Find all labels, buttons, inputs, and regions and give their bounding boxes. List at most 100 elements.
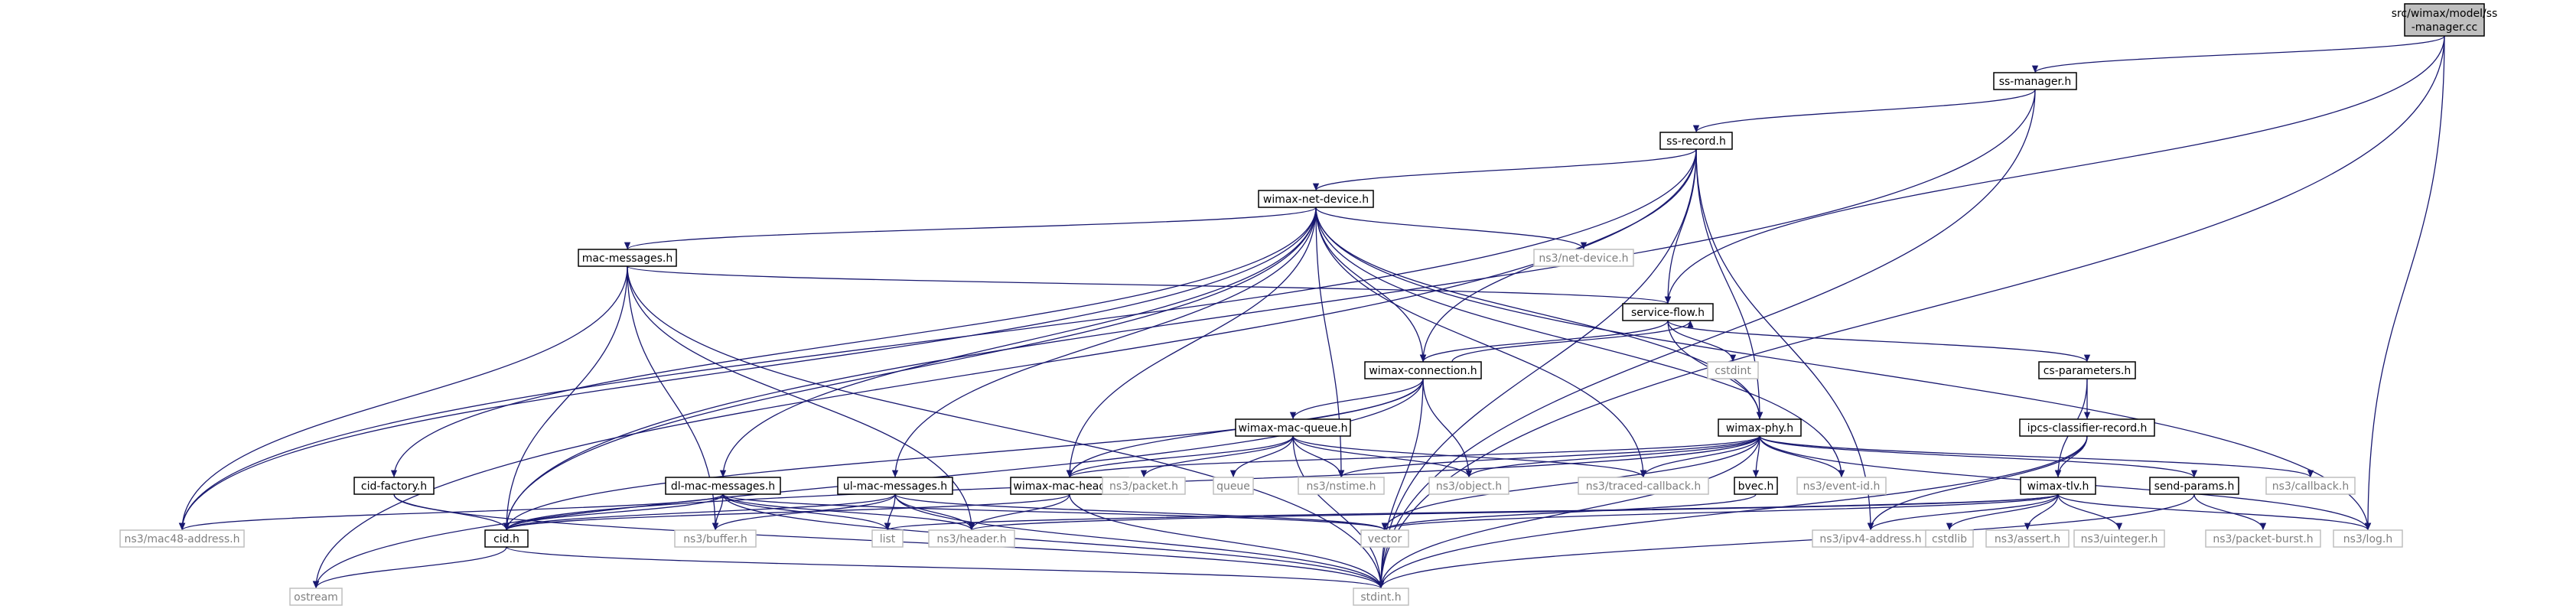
node-box [674,529,757,548]
node-wimax-connection[interactable]: wimax-connection.h [1364,361,1482,379]
node-wimax-mac-queue[interactable]: wimax-mac-queue.h [1235,418,1351,437]
node-label: vector [1368,533,1402,545]
edge-wimax-net-device-to-ul-mac-messages [891,207,1317,478]
node-cid[interactable]: cid.h [484,529,529,548]
node-box [1533,249,1634,267]
edge-wimax-phy-to-wimax-mac-header [1067,435,1760,478]
node-ul-mac-messages[interactable]: ul-mac-messages.h [837,477,953,495]
node-label: mac-messages.h [582,252,673,265]
node-traced-callback: ns3/traced-callback.h [1578,477,1709,495]
edge-dl-mac-messages-to-header [722,493,975,531]
edge-wimax-mac-header-to-stdint [1069,493,1385,589]
node-label: cid-factory.h [361,480,427,493]
node-service-flow[interactable]: service-flow.h [1622,303,1714,321]
node-box [1718,418,1802,437]
edge-wimax-mac-queue-to-object [1292,435,1473,478]
edge-wimax-net-device-to-wimax-mac-header [1066,207,1317,478]
edge-ipcs-classifier-record-to-ipv4-address [1867,435,2088,531]
node-mac48-address: ns3/mac48-address.h [119,529,245,548]
node-assert: ns3/assert.h [1985,529,2070,548]
edge-service-flow-to-cs-parameters [1667,320,2090,363]
edge-wimax-mac-queue-to-queue [1229,435,1294,478]
node-ss-manager[interactable]: ss-manager.h [1993,72,2077,90]
edge-wimax-connection-to-object [1422,378,1473,478]
node-box [1925,529,1974,548]
node-cstdint: cstdint [1707,361,1759,379]
edge-ss-record-to-service-flow [1664,148,1697,304]
edge-wimax-tlv-to-ipv4-address [1867,493,2059,531]
edge-service-flow-to-cstdint [1667,320,1737,363]
edge-wimax-connection-to-service-flow [1451,320,1694,363]
node-label: ostream [294,591,338,604]
node-label: ns3/ipv4-address.h [1819,533,1921,545]
edge-ul-mac-messages-to-cid [503,493,896,531]
node-ipv4-address: ns3/ipv4-address.h [1812,529,1930,548]
node-label: ns3/buffer.h [683,533,747,545]
node-header: ns3/header.h [928,529,1015,548]
node-box [484,529,529,548]
node-dl-mac-messages[interactable]: dl-mac-messages.h [665,477,781,495]
node-box [1707,361,1759,379]
node-label: ns3/uinteger.h [2081,533,2158,545]
node-label: ns3/packet-burst.h [2213,533,2313,545]
edge-ipcs-classifier-record-to-wimax-tlv [2054,435,2088,478]
node-send-params[interactable]: send-params.h [2149,477,2239,495]
node-cs-parameters[interactable]: cs-parameters.h [2038,361,2136,379]
edge-root-to-service-flow [1664,35,2445,304]
node-box [1796,477,1887,495]
edge-wimax-net-device-to-net-device [1315,207,1588,250]
node-label: ul-mac-messages.h [843,480,947,493]
node-box [2020,477,2096,495]
node-label: send-params.h [2154,480,2235,493]
edge-ul-mac-messages-to-stdint [894,493,1385,589]
node-box [665,477,781,495]
edge-wimax-connection-to-stdint [1377,378,1424,589]
node-box [1622,303,1714,321]
node-wimax-mac-header[interactable]: wimax-mac-header.h [1010,477,1129,495]
node-label: wimax-connection.h [1369,365,1477,377]
edge-dl-mac-messages-to-stdint [722,493,1385,589]
edge-wimax-net-device-to-cid-factory [390,207,1317,478]
node-log: ns3/log.h [2333,529,2403,548]
edge-wimax-phy-to-event-id [1759,435,1845,478]
edge-wimax-tlv-to-log [2057,493,2371,531]
edge-mac-messages-to-stdint [627,265,1385,589]
node-cstdlib: cstdlib [1925,529,1974,548]
node-box [1213,477,1254,495]
node-label: ns3/mac48-address.h [125,533,240,545]
node-mac-messages[interactable]: mac-messages.h [578,249,677,267]
edge-ss-record-to-stdint [1377,148,1697,589]
node-box [1578,477,1709,495]
node-cid-factory[interactable]: cid-factory.h [353,477,435,495]
node-box [289,588,343,606]
edge-wimax-phy-to-send-params [1759,435,2197,478]
node-label: ns3/header.h [936,533,1006,545]
node-label: wimax-phy.h [1726,422,1793,435]
node-wimax-net-device[interactable]: wimax-net-device.h [1258,190,1374,208]
edge-wimax-mac-queue-to-packet [1140,435,1294,478]
node-bvec[interactable]: bvec.h [1734,477,1778,495]
edge-wimax-connection-to-cid [503,378,1424,531]
edge-wimax-mac-queue-to-stdint [1292,435,1385,589]
node-box [837,477,953,495]
node-label: bvec.h [1738,480,1774,493]
edge-send-params-to-packet-burst [2193,493,2267,531]
edge-service-flow-to-wimax-connection [1419,320,1669,363]
edge-wimax-net-device-to-traced-callback [1315,207,1647,478]
node-wimax-tlv[interactable]: wimax-tlv.h [2020,477,2096,495]
edge-wimax-net-device-to-mac-messages [624,207,1317,250]
edge-dl-mac-messages-to-vector [722,493,1388,531]
node-ipcs-classifier-record[interactable]: ipcs-classifier-record.h [2019,418,2155,437]
node-callback: ns3/callback.h [2265,477,2356,495]
edge-wimax-phy-to-callback [1759,435,2314,478]
node-ss-record[interactable]: ss-record.h [1659,132,1733,150]
node-object: ns3/object.h [1428,477,1509,495]
edge-wimax-net-device-to-mac48-address [178,207,1317,531]
node-label: cid.h [493,533,519,545]
node-wimax-phy[interactable]: wimax-phy.h [1718,418,1802,437]
edge-wimax-net-device-to-wimax-phy [1315,207,1763,420]
node-box [2149,477,2239,495]
node-box [928,529,1015,548]
node-label: ns3/nstime.h [1307,480,1376,493]
node-box [2073,529,2165,548]
